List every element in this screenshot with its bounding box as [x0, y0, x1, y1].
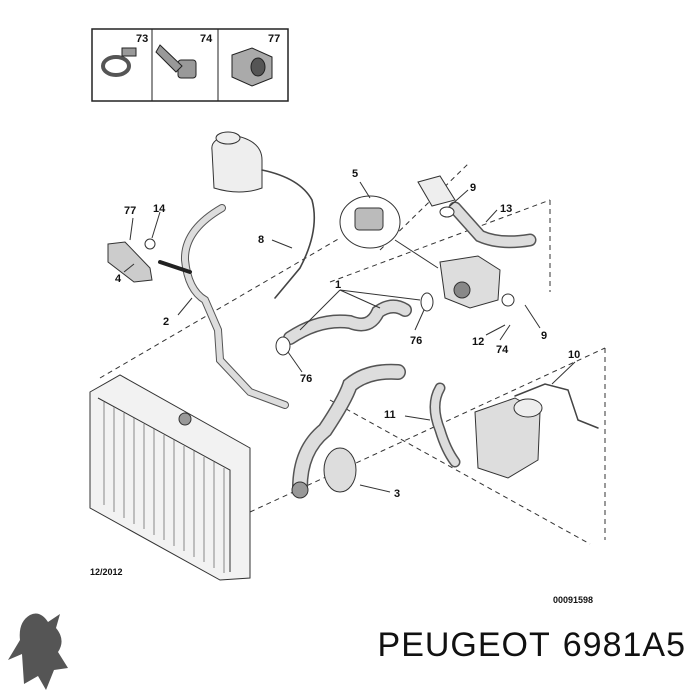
callout-13: 13	[500, 203, 512, 215]
fastener-icon-box	[91, 28, 289, 102]
callout-9-bottom: 9	[541, 330, 547, 342]
callout-14: 14	[153, 203, 166, 215]
callout-3: 3	[394, 488, 400, 500]
leader-lines	[123, 181, 576, 493]
water-pump-unit	[474, 397, 543, 479]
callout-2: 2	[163, 316, 169, 328]
brand-name: PEUGEOT	[377, 626, 551, 664]
callout-9-top: 9	[470, 182, 476, 194]
callout-4: 4	[115, 273, 122, 285]
callout-74: 74	[496, 344, 509, 356]
callout-76-right: 76	[410, 335, 422, 347]
icon-label-73: 73	[136, 33, 148, 45]
peugeot-lion-logo-icon	[8, 613, 68, 690]
expansion-tank	[211, 131, 263, 193]
diagram-reference: 00091598	[553, 595, 593, 605]
callout-10: 10	[568, 349, 580, 361]
part-number: 6981A5	[562, 626, 686, 664]
mounting-bracket	[107, 238, 156, 283]
part-caption: PEUGEOT 6981A5	[366, 626, 686, 665]
callout-76-left: 76	[300, 373, 312, 385]
nut-icon	[231, 47, 273, 87]
callout-5: 5	[352, 168, 358, 180]
seal-rings	[178, 336, 357, 499]
icon-label-77: 77	[268, 33, 280, 45]
thermostat-housing	[420, 255, 515, 312]
reference-lines	[99, 161, 606, 545]
outlet-flange	[417, 175, 456, 218]
thermostat-detail	[339, 195, 439, 269]
callout-11: 11	[384, 409, 396, 421]
icon-label-74: 74	[200, 33, 213, 45]
bolt-icon	[155, 44, 197, 79]
hoses	[158, 169, 599, 496]
diagram-date: 12/2012	[90, 567, 123, 577]
radiator	[89, 374, 251, 581]
callout-77: 77	[124, 205, 136, 217]
callout-8: 8	[258, 234, 264, 246]
callout-1: 1	[335, 279, 341, 291]
callout-12: 12	[472, 336, 484, 348]
hose-clamp-icon	[101, 47, 137, 77]
